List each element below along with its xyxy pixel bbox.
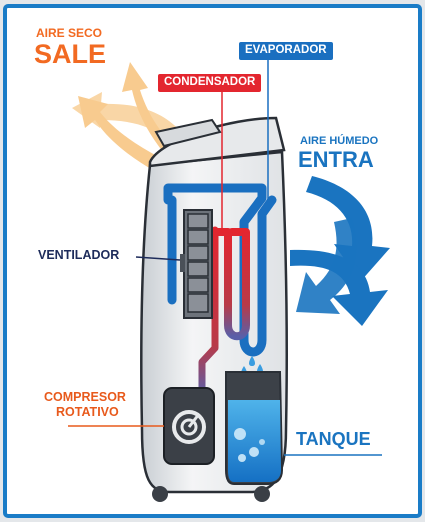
tanque-label: TANQUE [296,430,371,448]
aire-humedo-label: AIRE HÚMEDO [300,136,378,147]
evaporador-label: EVAPORADOR [239,42,333,60]
wheel-left [152,486,168,502]
sale-label: SALE [34,41,106,68]
compresor-label-line1: COMPRESOR [44,391,126,404]
wheel-right [254,486,270,502]
compressor [164,388,214,464]
entra-label: ENTRA [298,149,374,171]
condensador-label: CONDENSADOR [158,74,261,92]
ventilador-label: VENTILADOR [38,249,119,262]
compresor-label-line2: ROTATIVO [56,406,119,419]
fan-unit [180,210,212,318]
water-tank [226,372,282,484]
aire-seco-label: AIRE SECO [36,27,102,39]
